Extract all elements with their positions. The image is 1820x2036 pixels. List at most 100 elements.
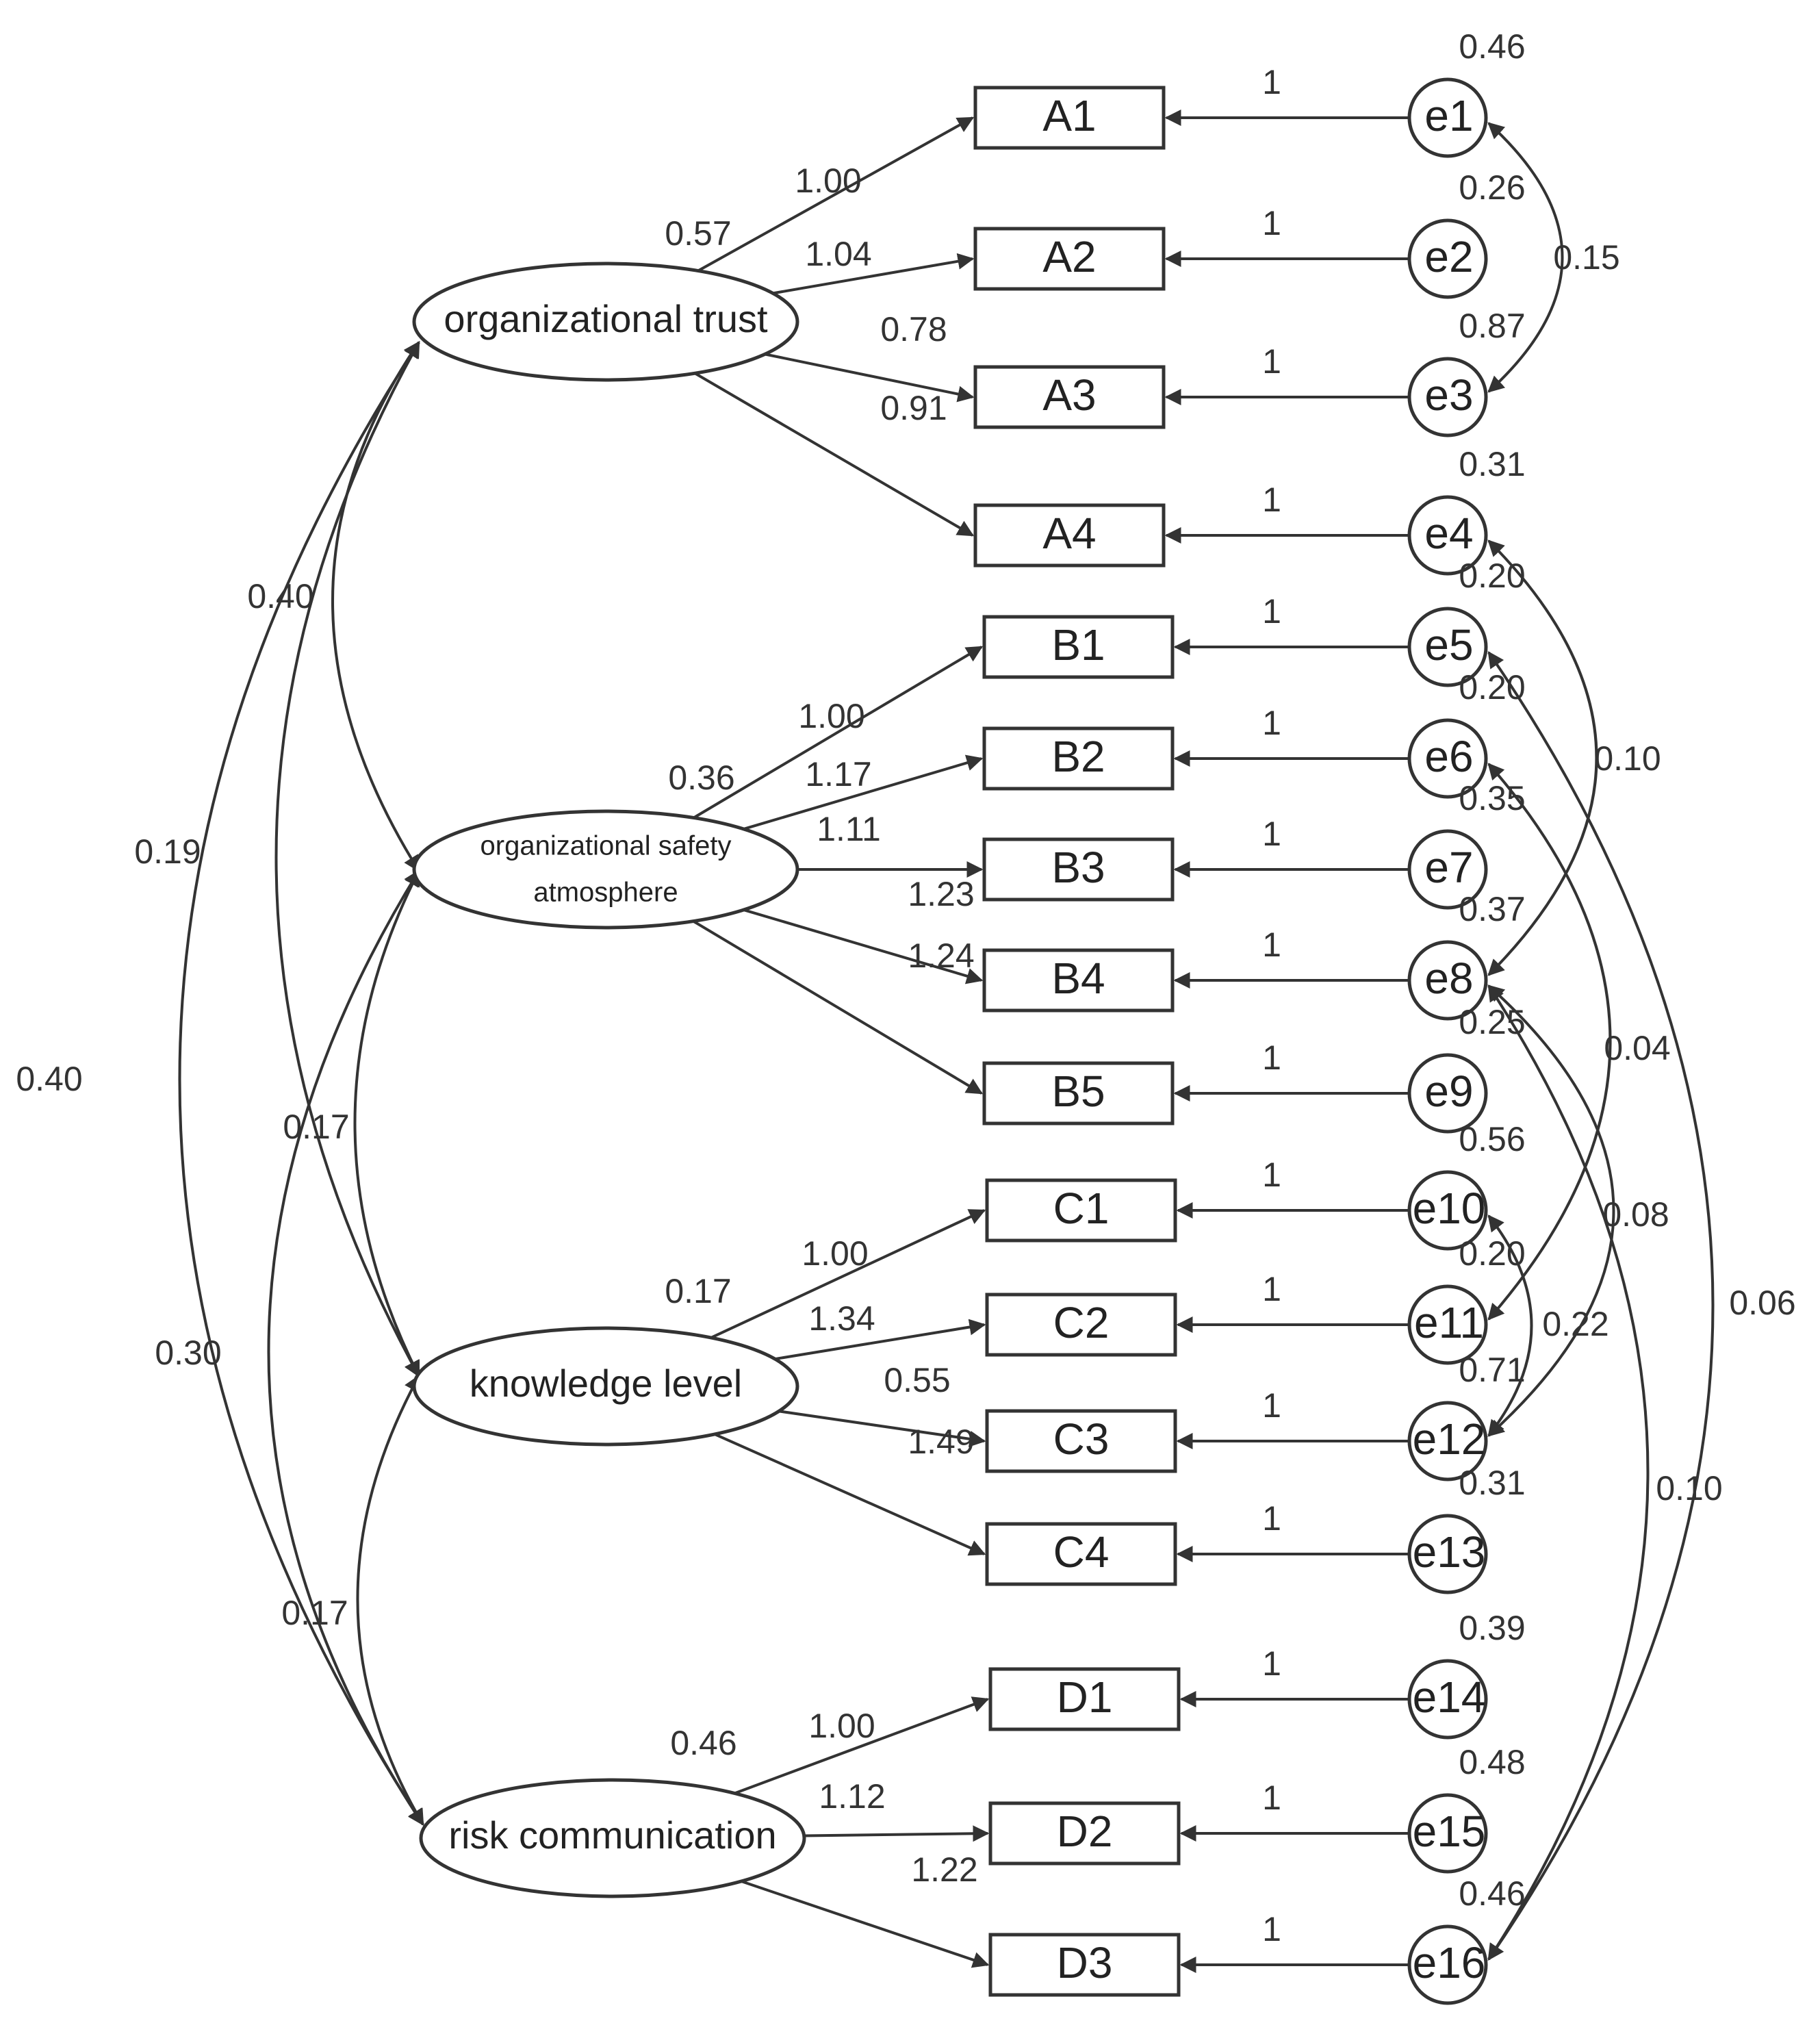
indicator-label: B1 <box>1051 620 1105 670</box>
error-circle-e8 <box>1407 940 1488 1021</box>
indicator-label: D1 <box>1057 1672 1113 1722</box>
error-circle-e16 <box>1407 1924 1488 2005</box>
error-path-weight-label: 1 <box>1262 204 1281 242</box>
error-covariance-label: 0.10 <box>1594 739 1661 778</box>
loading-value-label: 0.55 <box>884 1361 950 1399</box>
loading-value-label: 1.04 <box>805 235 871 273</box>
indicator-box-B2 <box>982 726 1175 791</box>
indicator-label: C2 <box>1053 1298 1110 1347</box>
latent-covariance-arc <box>267 869 424 1827</box>
latent-label: knowledge level <box>470 1362 742 1405</box>
error-variance-label: 0.25 <box>1459 1003 1525 1041</box>
error-label: e1 <box>1424 91 1473 140</box>
indicator-box-D3 <box>988 1933 1181 1997</box>
latent-covariance-arc <box>331 341 420 873</box>
indicator-box-C4 <box>985 1522 1177 1586</box>
indicator-box-C1 <box>985 1178 1177 1243</box>
error-path-weight-label: 1 <box>1262 1644 1281 1683</box>
error-label: e7 <box>1424 843 1473 892</box>
error-variance-label: 0.46 <box>1459 1874 1525 1913</box>
error-path-weight-label: 1 <box>1262 1386 1281 1425</box>
loading-path <box>765 353 975 403</box>
error-circle-e2 <box>1407 218 1488 299</box>
error-path-weight-label: 1 <box>1262 342 1281 381</box>
latent-ellipse-org_safety <box>412 809 799 930</box>
latent-covariance-arc <box>353 869 420 1378</box>
loading-value-label: 1.00 <box>802 1234 868 1273</box>
error-covariance-label: 0.10 <box>1656 1469 1722 1507</box>
error-path-weight-label: 1 <box>1262 63 1281 101</box>
error-path-weight-label: 1 <box>1262 1910 1281 1948</box>
error-label: e9 <box>1424 1067 1473 1116</box>
error-label: e6 <box>1424 732 1473 781</box>
error-label: e8 <box>1424 954 1473 1003</box>
loading-path <box>743 908 984 984</box>
loading-path <box>697 116 975 272</box>
loading-value-label: 0.91 <box>880 389 947 427</box>
loading-path <box>734 1696 990 1795</box>
label-layer: organizational trust0.57A11.00e10.461A21… <box>16 27 1795 1987</box>
error-label: e13 <box>1413 1527 1486 1577</box>
error-circle-e13 <box>1407 1514 1488 1594</box>
indicator-box-A3 <box>973 365 1166 429</box>
error-path-weight-label: 1 <box>1262 704 1281 742</box>
indicator-box-A1 <box>973 86 1166 150</box>
latent-label: organizational safety <box>480 831 732 861</box>
indicator-label: A4 <box>1042 509 1096 558</box>
loading-path <box>694 372 975 537</box>
indicator-box-C3 <box>985 1409 1177 1473</box>
path-layer <box>692 110 1409 1973</box>
indicator-label: B2 <box>1051 732 1105 781</box>
error-covariance-arc <box>1487 122 1564 393</box>
error-path-weight-label: 1 <box>1262 1270 1281 1308</box>
latent-covariance-arc <box>356 1374 424 1827</box>
error-path-weight-label: 1 <box>1262 815 1281 853</box>
indicator-label: D3 <box>1057 1938 1113 1987</box>
latent-variance-label: 0.46 <box>670 1724 736 1762</box>
error-circle-e4 <box>1407 495 1488 576</box>
error-path-weight-label: 1 <box>1262 1156 1281 1194</box>
error-label: e10 <box>1413 1184 1486 1233</box>
error-variance-label: 0.48 <box>1459 1743 1525 1781</box>
error-circle-e6 <box>1407 718 1488 799</box>
indicator-label: C1 <box>1053 1184 1110 1233</box>
latent-covariance-label: 0.17 <box>281 1594 348 1632</box>
error-covariance-label: 0.06 <box>1729 1284 1795 1322</box>
indicator-label: A1 <box>1042 91 1096 140</box>
loading-value-label: 1.12 <box>819 1777 885 1816</box>
loading-value-label: 1.11 <box>817 810 881 848</box>
error-circle-e15 <box>1407 1793 1488 1874</box>
error-label: e4 <box>1424 509 1473 558</box>
latent-covariance-label: 0.19 <box>134 832 201 871</box>
error-covariance-label: 0.22 <box>1542 1305 1608 1343</box>
indicator-box-A2 <box>973 227 1166 291</box>
error-covariance-label: 0.04 <box>1604 1029 1670 1067</box>
indicator-box-B1 <box>982 615 1175 679</box>
error-variance-label: 0.31 <box>1459 1464 1525 1502</box>
error-label: e3 <box>1424 370 1473 420</box>
error-path-weight-label: 1 <box>1262 926 1281 964</box>
error-circle-e7 <box>1407 829 1488 910</box>
error-circle-e9 <box>1407 1053 1488 1134</box>
loading-path <box>774 1319 986 1361</box>
error-variance-label: 0.37 <box>1459 890 1525 928</box>
indicator-box-B4 <box>982 948 1175 1013</box>
latent-covariance-label: 0.40 <box>16 1060 82 1098</box>
latent-covariance-label: 0.30 <box>155 1334 221 1372</box>
loading-value-label: 1.17 <box>805 755 871 793</box>
error-covariance-arc <box>1487 763 1612 1321</box>
loading-path <box>693 646 984 819</box>
latent-ellipse-org_trust <box>412 262 799 382</box>
latent-covariance-label: 0.17 <box>283 1108 349 1146</box>
loading-path <box>772 253 975 295</box>
error-variance-label: 0.46 <box>1459 27 1525 66</box>
loading-value-label: 1.00 <box>795 162 861 200</box>
error-label: e16 <box>1413 1938 1486 1987</box>
latent-covariance-arc <box>274 340 420 1378</box>
loading-path <box>778 1410 986 1447</box>
error-covariance-arc <box>1487 984 1650 1961</box>
loading-value-label: 1.22 <box>911 1850 977 1889</box>
indicator-label: D2 <box>1057 1807 1113 1856</box>
latent-label: atmosphere <box>533 878 678 908</box>
error-covariance-arc <box>1487 1214 1533 1437</box>
